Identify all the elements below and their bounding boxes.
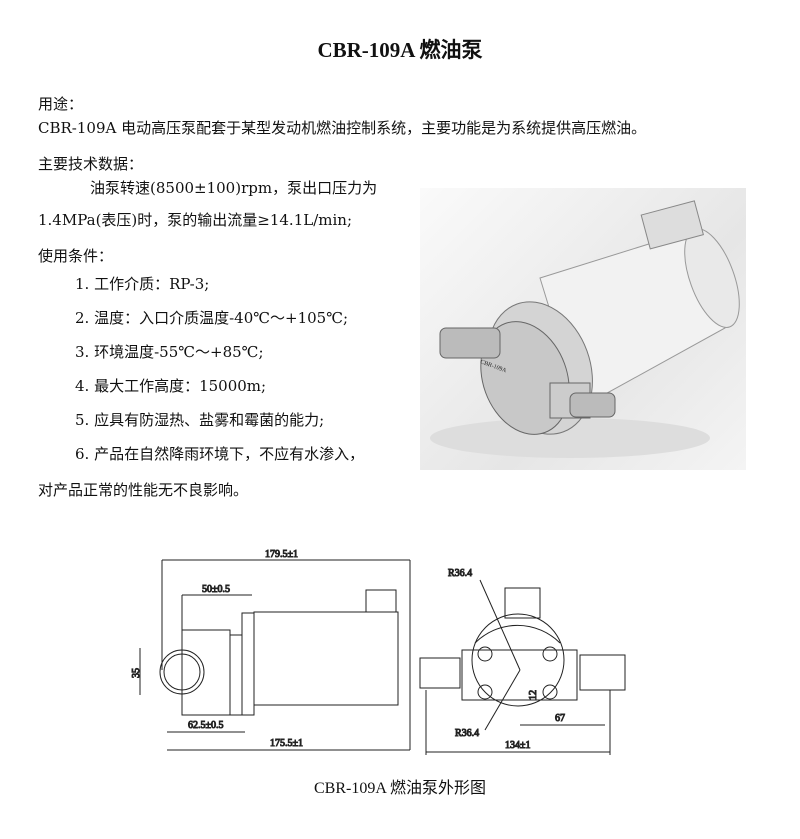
dim-height: 35	[131, 668, 142, 678]
dim-body-length: 175.5±1	[270, 738, 303, 749]
dim-half-width: 67	[555, 713, 565, 724]
specs-line-2: 1.4MPa(表压)时，泵的输出流量≥14.1L/min;	[38, 211, 352, 229]
condition-item: 2. 温度：入口介质温度-40℃～+105℃;	[75, 309, 349, 327]
usage-heading: 用途：	[38, 95, 84, 113]
condition-continuation: 对产品正常的性能无不良影响。	[38, 481, 249, 499]
dim-offset: 12	[528, 690, 539, 700]
usage-text: CBR-109A 电动高压泵配套于某型发动机燃油控制系统，主要功能是为系统提供高…	[38, 119, 647, 137]
dim-pump-length: 62.5±0.5	[188, 720, 224, 731]
outline-drawing: 179.5±1 50±0.5 35 62.5±0.5 175.5±1 R36.4…	[131, 549, 626, 755]
dim-radius-top: R36.4	[448, 568, 472, 579]
conditions-heading: 使用条件：	[38, 247, 114, 265]
dim-width: 134±1	[505, 740, 531, 751]
page-title: CBR-109A 燃油泵	[317, 38, 483, 62]
condition-item: 6. 产品在自然降雨环境下，不应有水渗入，	[75, 445, 365, 463]
condition-item: 5. 应具有防湿热、盐雾和霉菌的能力;	[75, 411, 325, 429]
condition-item: 4. 最大工作高度：15000m;	[75, 377, 267, 395]
specs-line-1: 油泵转速(8500±100)rpm，泵出口压力为	[90, 179, 378, 197]
specs-heading: 主要技术数据：	[38, 155, 144, 173]
figure-caption: CBR-109A 燃油泵外形图	[313, 780, 487, 797]
dim-radius-bottom: R36.4	[455, 728, 479, 739]
condition-item: 1. 工作介质：RP-3;	[75, 275, 210, 293]
dim-overall-length: 179.5±1	[265, 549, 298, 560]
condition-item: 3. 环境温度-55℃～+85℃;	[75, 343, 264, 361]
pump-photo: CBR-109A	[420, 188, 746, 470]
dim-flange: 50±0.5	[202, 584, 230, 595]
